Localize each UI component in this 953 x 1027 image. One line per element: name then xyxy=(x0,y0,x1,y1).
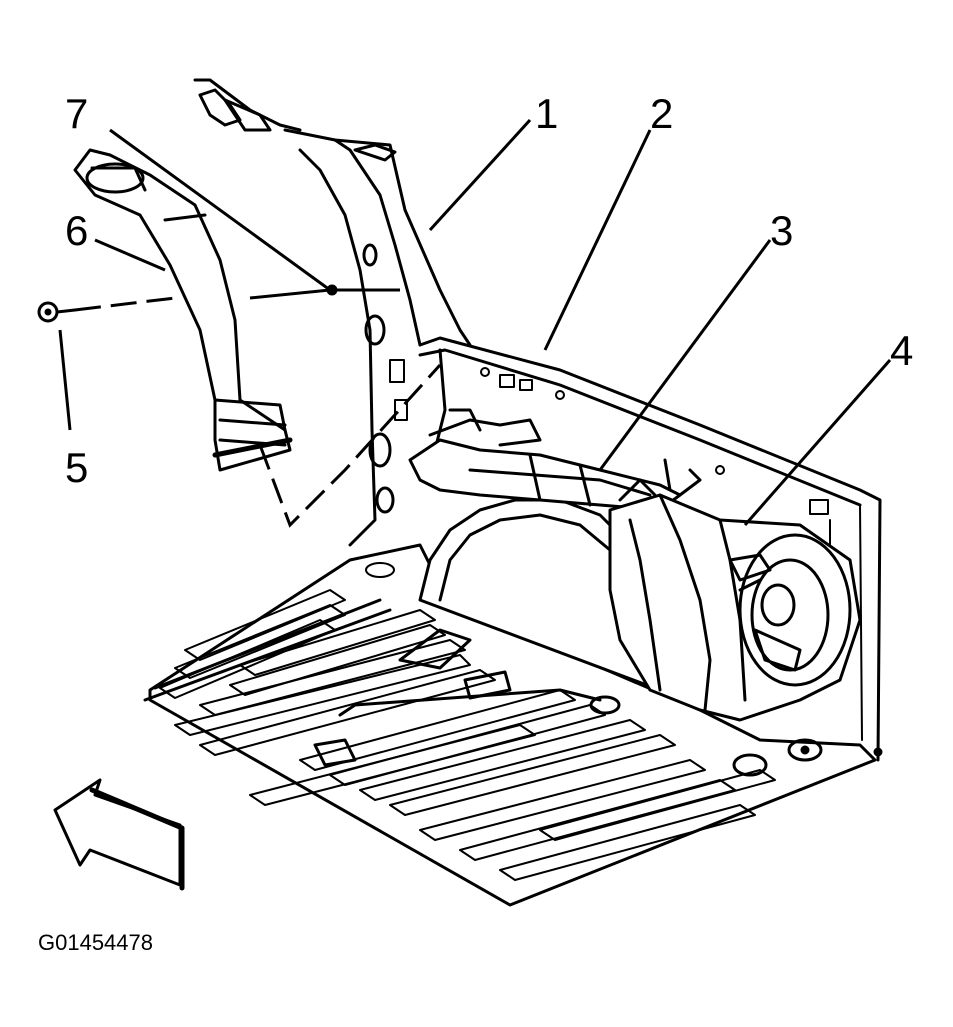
callout-4: 4 xyxy=(890,327,913,374)
floor-pan xyxy=(143,543,877,907)
leader-lines xyxy=(58,118,892,526)
callouts: 1 2 3 4 5 6 7 xyxy=(65,90,913,491)
callout-3: 3 xyxy=(770,207,793,254)
alignment-lines xyxy=(74,296,442,528)
callout-2: 2 xyxy=(650,90,673,137)
callout-7: 7 xyxy=(65,90,88,137)
callout-1: 1 xyxy=(535,90,558,137)
quarter-panel xyxy=(193,78,883,762)
callout-5: 5 xyxy=(65,444,88,491)
fastener-screw xyxy=(37,301,77,323)
callout-6: 6 xyxy=(65,207,88,254)
air-duct xyxy=(408,408,682,512)
duct-extension xyxy=(73,148,293,472)
front-direction-arrow xyxy=(53,778,185,891)
figure-id: G01454478 xyxy=(38,930,153,955)
blower-module xyxy=(608,458,862,722)
